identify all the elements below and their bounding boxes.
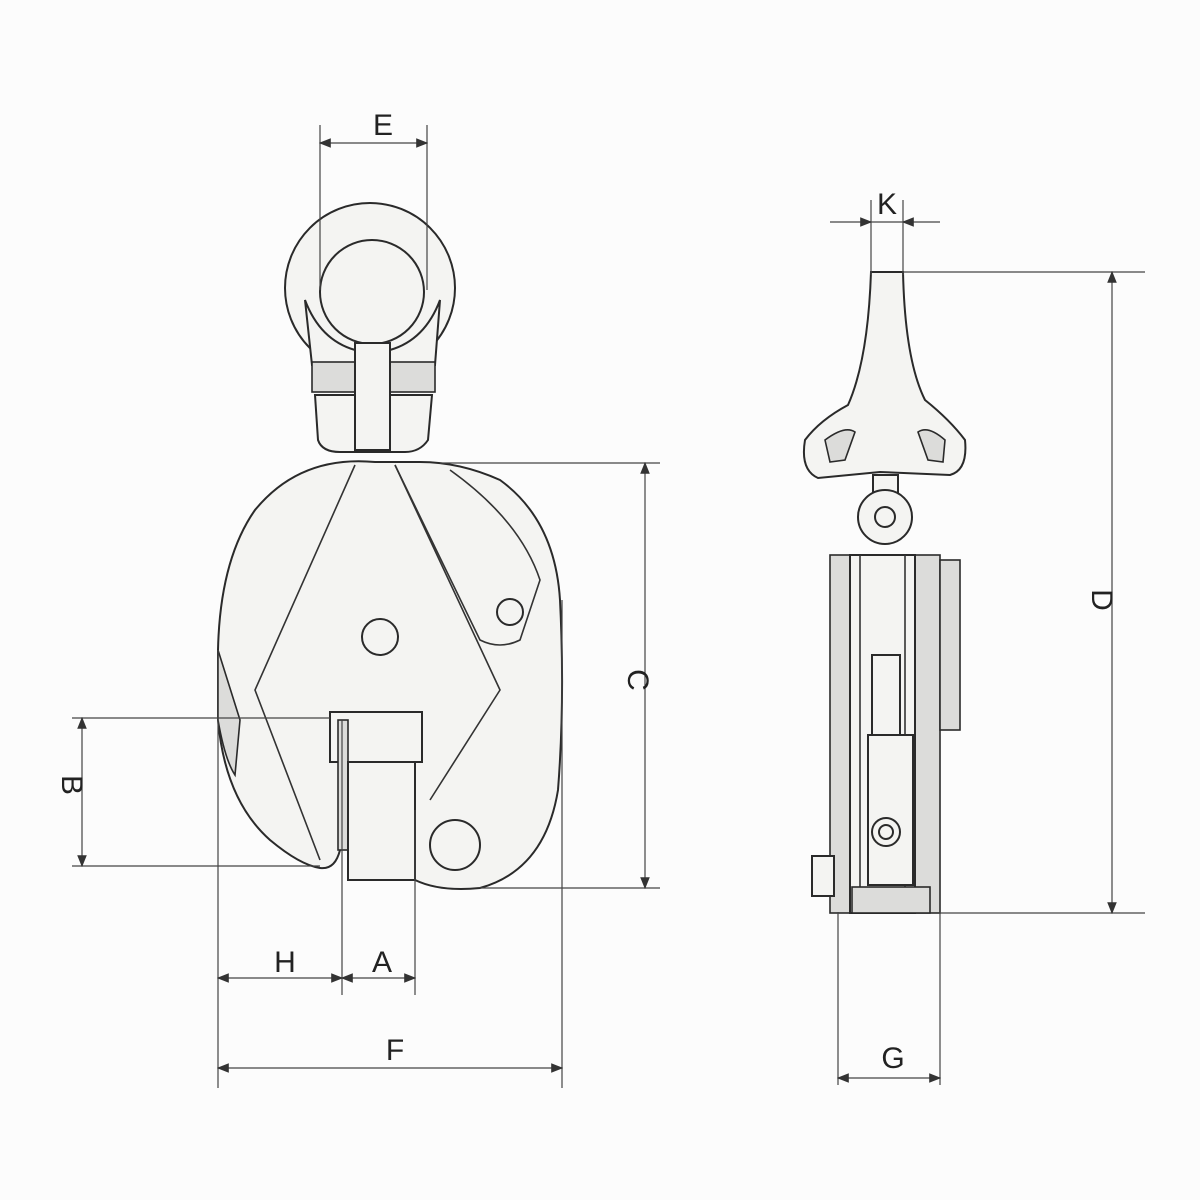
label-G: G <box>881 1042 904 1075</box>
dimension-K: K <box>830 188 940 275</box>
lever-hole <box>496 598 524 626</box>
dimension-H-A-F: H A F <box>216 600 564 1088</box>
label-C: C <box>621 669 654 691</box>
front-view <box>217 202 564 890</box>
side-base <box>851 886 931 914</box>
label-B: B <box>55 775 88 795</box>
label-A: A <box>372 946 392 979</box>
side-cam <box>871 654 901 736</box>
side-bolt-inner <box>878 824 894 840</box>
pivot-hole <box>361 618 399 656</box>
side-handle <box>811 855 835 897</box>
eye-shade-right <box>917 429 946 463</box>
cam-left-edge <box>254 464 356 861</box>
label-F: F <box>386 1034 404 1067</box>
label-E: E <box>373 109 393 142</box>
label-K: K <box>877 188 897 221</box>
jaw-slot <box>347 761 416 881</box>
dimension-C: C <box>440 461 660 890</box>
cam-lever <box>394 464 541 646</box>
eye-shade-left <box>824 429 856 463</box>
side-lifting-eye <box>802 271 967 480</box>
side-view <box>802 271 967 914</box>
label-D: D <box>1085 589 1118 611</box>
dimension-D: D <box>903 270 1145 915</box>
dimension-G: G <box>836 912 942 1085</box>
side-flange <box>939 559 961 731</box>
lower-hole <box>429 819 481 871</box>
lifting-eye-inner <box>319 239 425 345</box>
cam-right-edge <box>394 464 501 801</box>
side-jaw <box>867 734 914 886</box>
dimension-E: E <box>318 109 429 290</box>
label-H: H <box>274 946 296 979</box>
shackle-pin <box>354 342 391 451</box>
dimension-B: B <box>55 716 330 868</box>
side-pin-hole <box>874 506 896 528</box>
jaw-pad <box>337 719 349 851</box>
